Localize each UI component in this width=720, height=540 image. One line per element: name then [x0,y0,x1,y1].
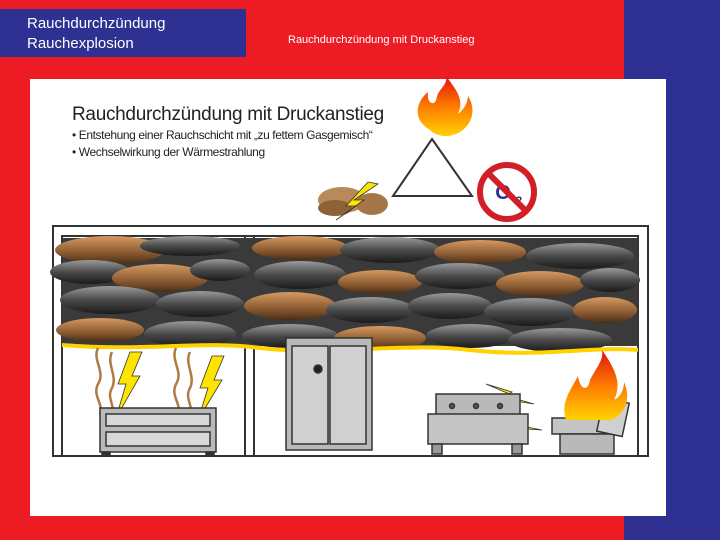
bullet-smoke-layer: • Entstehung einer Rauchschicht mit „zu … [72,128,373,142]
flame-icon [417,76,473,137]
fire-triangle-icon [391,137,474,197]
no-oxygen-icon: O 2 [477,162,537,222]
chair-fire-flame [564,350,628,420]
slide-title-line-1: Rauchdurchzündung [27,15,166,32]
smoke-layer [50,236,640,355]
slide-title-line-2: Rauchexplosion [27,35,134,52]
bullet-heat-radiation: • Wechselwirkung der Wärmestrahlung [72,145,265,159]
title-box: Rauchdurchzündung Rauchexplosion [0,9,246,57]
bed [99,407,217,457]
cabinet [285,337,373,451]
smoke-cloud-icon [318,187,388,216]
sofa [427,393,529,455]
figure-heading: Rauchdurchzündung mit Druckanstieg [72,104,384,125]
slide-subtitle: Rauchdurchzündung mit Druckanstieg [288,34,475,46]
lightning-icon [335,181,380,221]
